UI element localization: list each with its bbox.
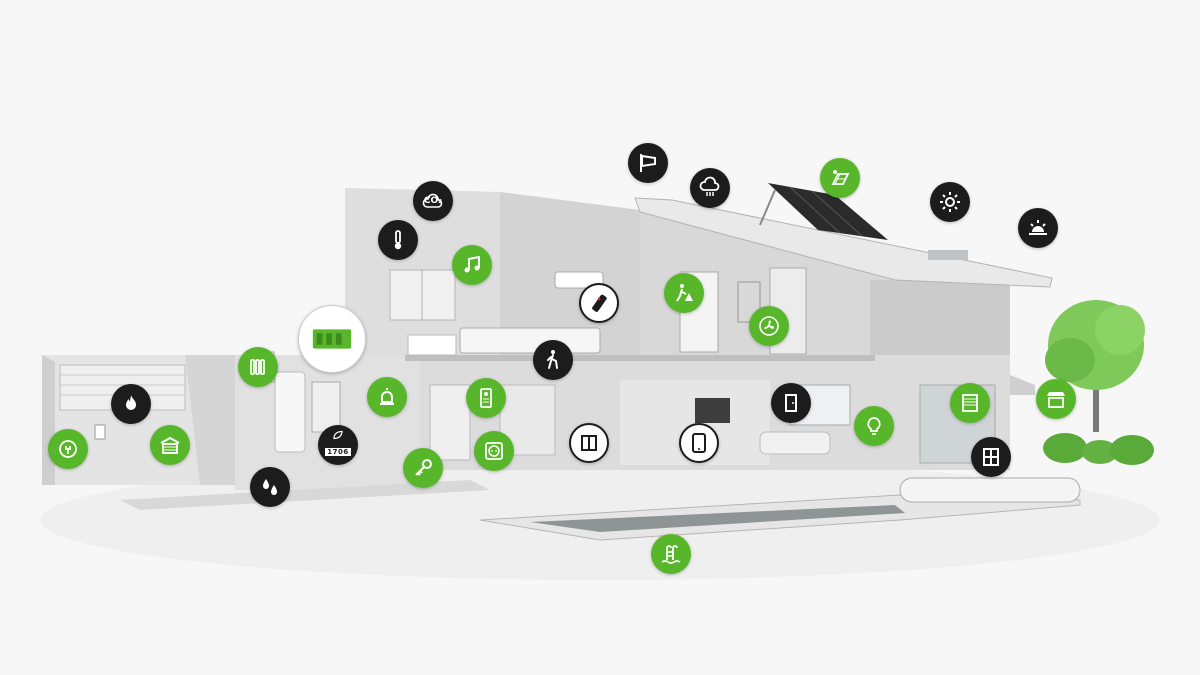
solar-panel-icon[interactable] [820, 158, 860, 198]
co2-label: CO₂ [423, 196, 443, 206]
upper-left-wing [345, 188, 640, 356]
light-bulb-icon[interactable] [854, 406, 894, 446]
window-blinds-icon[interactable] [950, 383, 990, 423]
pool [479, 477, 1081, 541]
bathroom-occupancy-icon[interactable] [664, 273, 704, 313]
awning-icon[interactable] [1036, 379, 1076, 419]
bushes [1043, 433, 1154, 465]
remote-control-icon[interactable] [579, 283, 619, 323]
radiator-icon[interactable] [238, 347, 278, 387]
upper-right-wing [640, 210, 1010, 355]
driveway [120, 480, 490, 510]
skylight [928, 250, 968, 260]
energy-meter-icon[interactable]: 1706 [318, 425, 358, 465]
door-icon[interactable] [771, 383, 811, 423]
window-icon[interactable] [971, 437, 1011, 477]
ev-charger-icon[interactable] [48, 429, 88, 469]
motion-sensor-icon[interactable] [533, 340, 573, 380]
intercom-icon[interactable] [466, 378, 506, 418]
water-drops-icon[interactable] [250, 467, 290, 507]
cloud-co2-icon[interactable]: CO₂ [413, 181, 453, 221]
alarm-siren-icon[interactable] [367, 377, 407, 417]
solar-panels [759, 183, 888, 240]
thermometer-icon[interactable] [378, 220, 418, 260]
garage-door-icon[interactable] [150, 425, 190, 465]
fan-icon[interactable] [749, 306, 789, 346]
roof [634, 197, 1053, 288]
meter-reading: 1706 [325, 448, 351, 456]
sunrise-icon[interactable] [1018, 208, 1058, 248]
side-canopy [1010, 375, 1035, 395]
pool-ladder-icon[interactable] [651, 534, 691, 574]
windsock-icon[interactable] [628, 143, 668, 183]
floor-slab [405, 353, 875, 361]
fire-icon[interactable] [111, 384, 151, 424]
controller-module-icon[interactable] [298, 305, 366, 373]
music-note-icon[interactable] [452, 245, 492, 285]
weather-station-icon[interactable] [690, 168, 730, 208]
key-icon[interactable] [403, 448, 443, 488]
power-socket-icon[interactable] [474, 431, 514, 471]
tablet-icon[interactable] [679, 423, 719, 463]
sun-icon[interactable] [930, 182, 970, 222]
tree [1045, 300, 1145, 432]
light-switch-icon[interactable] [569, 423, 609, 463]
